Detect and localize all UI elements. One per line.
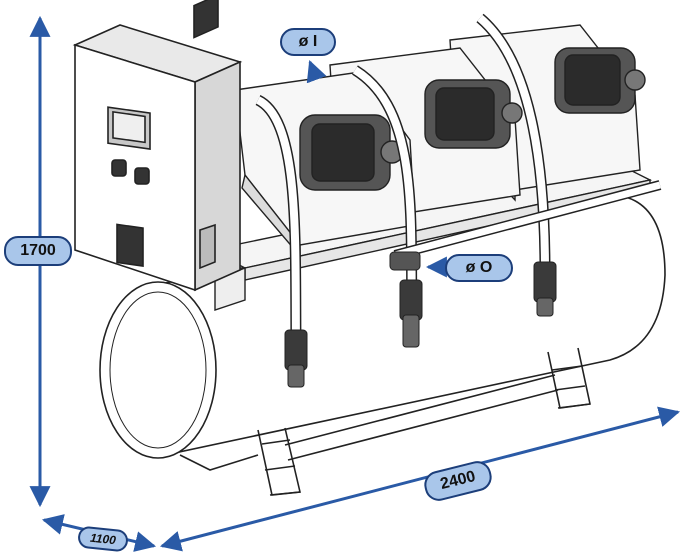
outlet-port-label: ø O — [445, 254, 513, 282]
pump-units — [234, 24, 646, 258]
hose-fittings — [284, 251, 557, 388]
vent-grille-icon — [116, 223, 144, 268]
control-cabinet — [72, 0, 243, 292]
length-dimension-line — [159, 406, 681, 552]
vent-grille-icon — [193, 0, 219, 39]
inlet-pointer-line — [306, 60, 327, 84]
selector-switch-icon — [111, 159, 150, 185]
inlet-port-label: ø I — [280, 28, 336, 56]
height-dimension-label: 1700 — [4, 236, 72, 266]
